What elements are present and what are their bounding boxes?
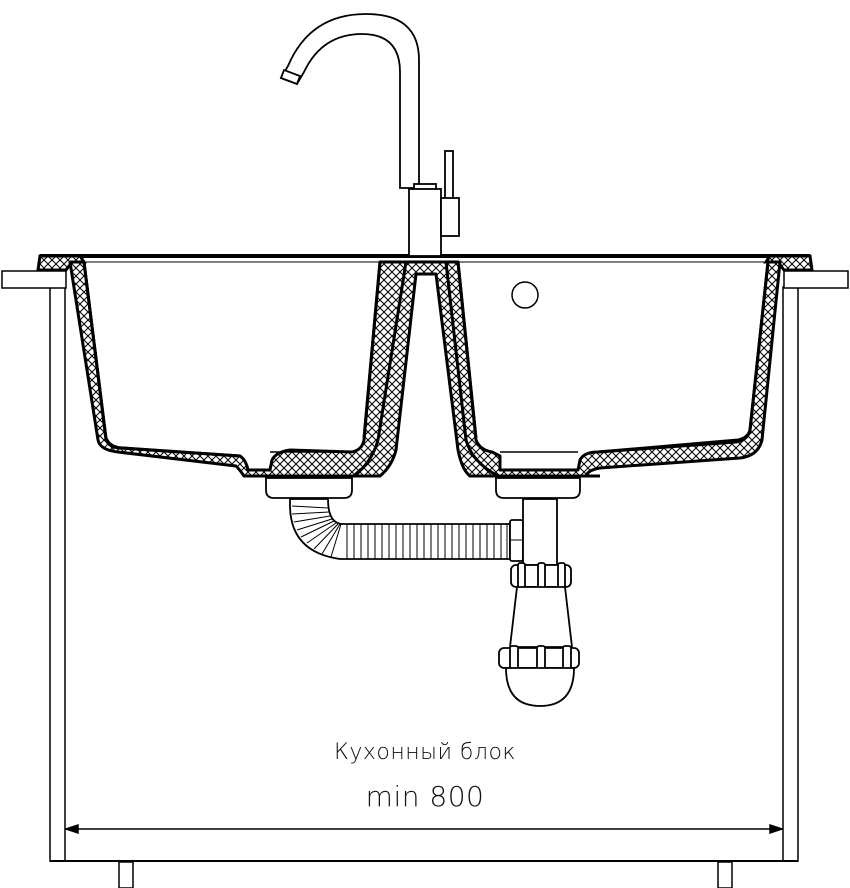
- countertops: [1, 270, 849, 289]
- left-drain-outlet: [265, 477, 353, 499]
- countertop-left: [1, 270, 67, 289]
- right-drain-outlet: [495, 477, 581, 499]
- width-dimension-line: [63, 823, 785, 835]
- dimension-label: min 800: [365, 780, 485, 813]
- gooseneck-faucet: [279, 13, 460, 257]
- cabinet-label: Кухонный блок: [334, 740, 516, 765]
- corrugated-overflow-pipe: [289, 498, 524, 562]
- double-bowl-sink: [36, 254, 814, 478]
- tap-hole: [511, 281, 539, 309]
- cabinet-legs: [118, 861, 733, 888]
- countertop-right: [783, 270, 849, 289]
- kitchen-cabinet: [49, 286, 799, 862]
- bottle-trap-siphon: [498, 498, 580, 707]
- cabinet-leg-right: [717, 861, 733, 888]
- cabinet-leg-left: [118, 861, 134, 888]
